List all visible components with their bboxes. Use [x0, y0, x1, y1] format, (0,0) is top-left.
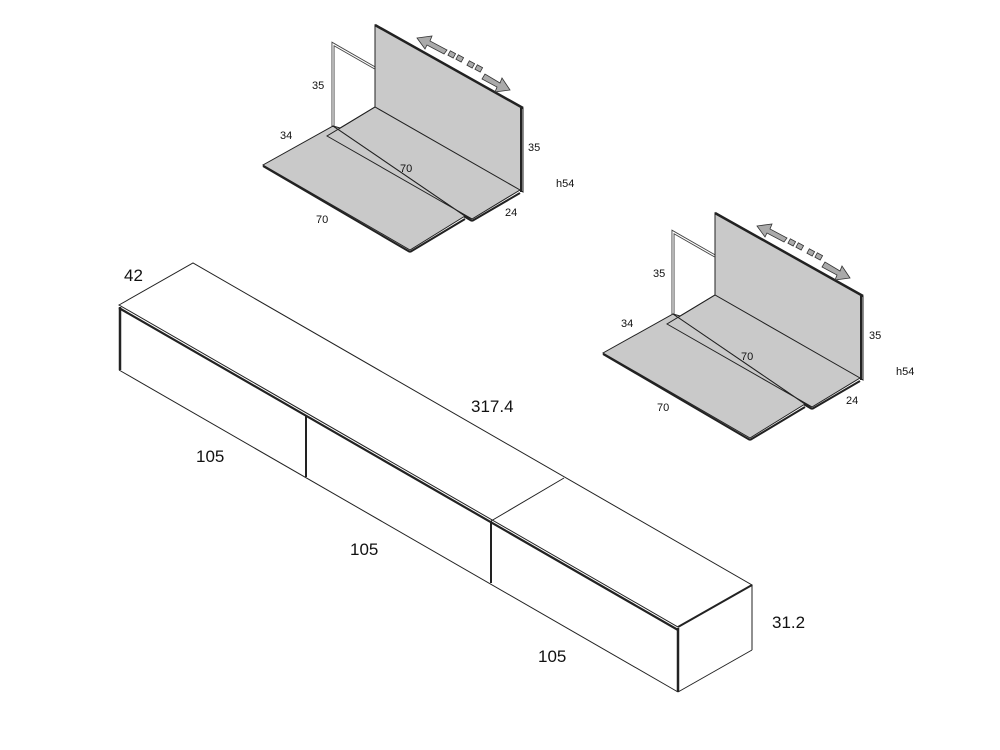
dim-lower-shelf-width: 70 — [657, 402, 669, 414]
dim-shelf-depth: 34 — [621, 318, 633, 330]
dim-back-height: 35 — [528, 142, 540, 154]
dim-upper-shelf-width: 70 — [741, 351, 753, 363]
dim-back-height: 35 — [869, 330, 881, 342]
dim-module-width-3: 105 — [538, 647, 566, 666]
dim-upper-shelf-width: 70 — [400, 163, 412, 175]
dim-lower-shelf-width: 70 — [316, 214, 328, 226]
shelf-unit-drawing — [261, 23, 525, 254]
dim-frame-height: 35 — [312, 80, 324, 92]
dim-total-height: h54 — [896, 366, 914, 378]
cabinet — [117, 262, 754, 693]
shelf-unit-drawing — [601, 211, 865, 442]
dim-frame-height: 35 — [653, 268, 665, 280]
dim-cabinet-height: 31.2 — [772, 613, 805, 632]
shelf-unit-1: 35 34 70 70 35 24 h54 — [261, 23, 574, 254]
dim-side-depth: 24 — [846, 395, 858, 407]
dim-total-height: h54 — [556, 178, 574, 190]
dim-module-width-1: 105 — [196, 447, 224, 466]
dim-cabinet-total-width: 317.4 — [471, 397, 514, 416]
dim-cabinet-depth: 42 — [124, 266, 143, 285]
dim-module-width-2: 105 — [350, 540, 378, 559]
dim-shelf-depth: 34 — [280, 130, 292, 142]
shelf-unit-2: 35 34 70 70 35 24 h54 — [601, 211, 914, 442]
dim-side-depth: 24 — [505, 207, 517, 219]
